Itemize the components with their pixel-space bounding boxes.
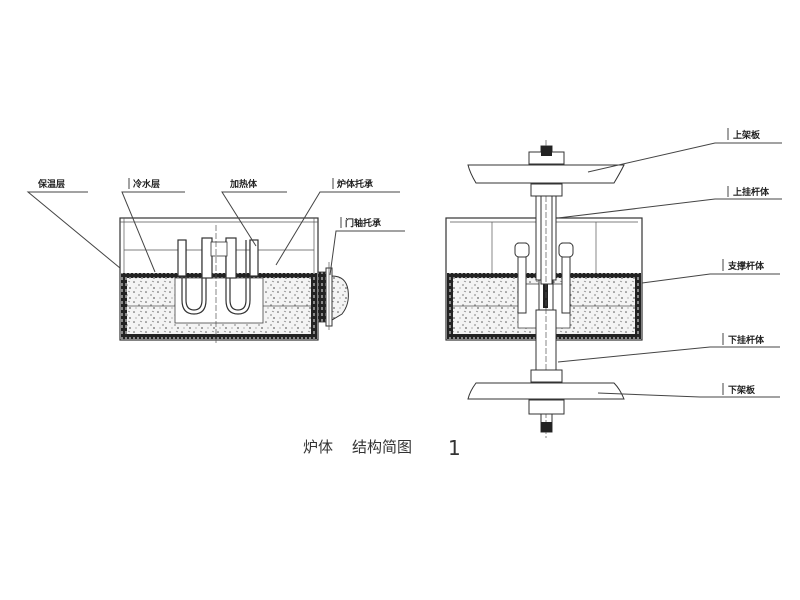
lower-plate: [467, 369, 625, 432]
caption-number: 1: [448, 436, 461, 460]
label-upper-hanger-rod: 上挂杆体: [733, 186, 770, 198]
caption-part1: 炉体: [303, 438, 333, 456]
heater-chamber: [174, 277, 264, 324]
door-hinge-support: [317, 262, 349, 330]
label-door-hinge-support: 门轴托承: [345, 217, 381, 229]
caption-part2: 结构简图: [352, 438, 412, 456]
label-lower-plate: 下架板: [728, 384, 756, 396]
heater-element: [177, 237, 259, 315]
label-upper-plate: 上架板: [733, 129, 761, 141]
right-leaders: [557, 142, 782, 398]
right-furnace-view: [445, 140, 643, 438]
label-support-rod: 支撑杆体: [727, 260, 765, 272]
upper-plate: [467, 146, 625, 197]
label-heater: 加热体: [229, 178, 258, 190]
left-furnace-view: [119, 217, 349, 345]
label-lower-hanger-rod: 下挂杆体: [728, 334, 765, 346]
label-cold-water-layer: 冷水层: [133, 178, 160, 190]
label-insulation-layer: 保温层: [37, 178, 65, 190]
left-leaders: [26, 191, 405, 276]
label-furnace-support: 炉体托承: [337, 178, 373, 190]
